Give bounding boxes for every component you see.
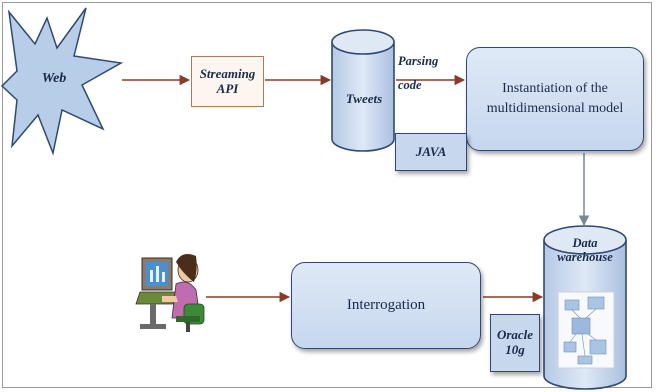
oracle-tag-box: Oracle 10g (490, 314, 540, 372)
tweets-database-cylinder (331, 29, 395, 152)
instantiation-label: Instantiation of the multidimensional mo… (486, 80, 624, 116)
streaming-api-label: Streaming API (199, 65, 256, 96)
interrogation-box: Interrogation (291, 262, 481, 349)
instantiation-box: Instantiation of the multidimensional mo… (466, 47, 644, 151)
oracle-label: Oracle 10g (496, 327, 534, 357)
diagram-frame (2, 2, 652, 388)
data-warehouse-label: Data warehouse (557, 236, 613, 265)
interrogation-label: Interrogation (346, 296, 426, 313)
parsing-code-label: Parsing code (398, 54, 439, 92)
tweets-label: Tweets (345, 91, 383, 106)
java-label: JAVA (415, 143, 447, 159)
web-label: Web (41, 71, 67, 86)
user-at-computer-icon (135, 254, 205, 332)
web-starburst-shape (0, 7, 124, 156)
streaming-api-box: Streaming API (191, 56, 264, 107)
java-tag-box: JAVA (395, 133, 467, 171)
schema-diagram-icon (557, 291, 615, 369)
